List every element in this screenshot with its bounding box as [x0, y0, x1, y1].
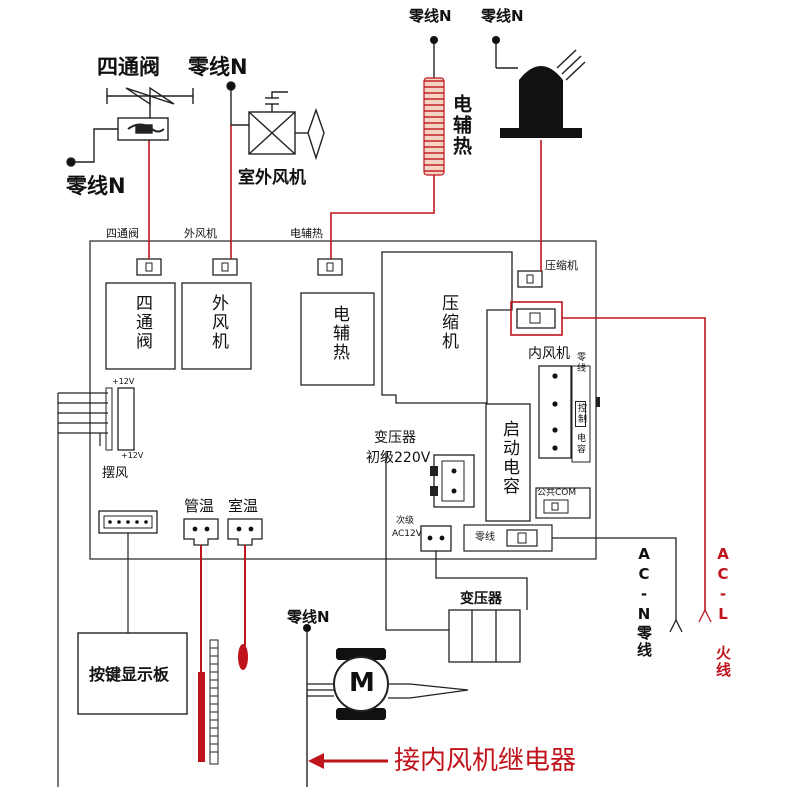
plus12v-bottom: +12V [121, 451, 144, 460]
box-compressor [381, 251, 513, 404]
indoor-fan-terminal [538, 365, 572, 459]
common-relay-box [535, 487, 591, 519]
pipe-temp-label: 管温 [184, 497, 215, 515]
swing-label: 摆风 [102, 466, 129, 481]
neutral-motor-label: 零线N [287, 608, 330, 626]
four-way-valve-title: 四通阀 [97, 55, 160, 79]
box-compressor-label: 压缩机 [438, 294, 458, 351]
heater-coil [423, 36, 445, 176]
secondary-connector [420, 525, 452, 552]
swing-wires [57, 392, 108, 787]
compressor-symbol [492, 36, 586, 138]
transformer-lower-label: 变压器 [460, 591, 502, 607]
pipe-temp-probe [198, 545, 219, 765]
ac-n-line [552, 537, 683, 633]
ac12v-label: AC12V [392, 529, 422, 539]
indoor-fan-side-label: 零线 [575, 352, 585, 374]
primary-label: 初级220V [366, 450, 431, 466]
box-four-way-label: 四通阀 [132, 294, 152, 351]
box-heater [300, 292, 375, 386]
box-heater-label: 电辅热 [329, 305, 349, 362]
box-outdoor-fan [181, 282, 252, 370]
room-temp-connector [227, 518, 263, 546]
indoor-fan-motor [303, 624, 469, 787]
main-board [89, 240, 597, 560]
box-start-capacitor [485, 403, 531, 522]
relay-indoor-fan [516, 308, 556, 329]
relay-note-arrow [308, 753, 388, 769]
box-four-way [105, 282, 176, 370]
display-board-label: 按键显示板 [89, 665, 170, 684]
neutral-label-heater: 零线N [409, 7, 452, 25]
indoor-fan-label: 内风机 [528, 346, 570, 362]
common-label: 公共COM [537, 488, 577, 498]
relay-compressor [517, 270, 543, 288]
relay-common [543, 499, 569, 514]
pipe-temp-connector [183, 518, 219, 546]
box-outdoor-fan-label: 外风机 [208, 294, 228, 351]
neutral-board-label: 零线 [475, 532, 495, 543]
hdr-outdoor-fan: 外风机 [184, 227, 217, 240]
control-label: 控制 [575, 401, 586, 427]
swing-connector [105, 387, 135, 451]
neutral-label-compressor: 零线N [481, 7, 524, 25]
outdoor-fan-symbol [226, 81, 325, 161]
transformer-label: 变压器 [374, 430, 416, 446]
room-temp-probe [238, 545, 248, 670]
neutral-label-valve: 零线N [188, 55, 248, 79]
outdoor-fan-title: 室外风机 [238, 168, 306, 188]
neutral-label-left: 零线N [66, 174, 126, 198]
start-cap-label: 启动电容 [499, 420, 519, 496]
electric-heater-title: 电辅热 [450, 94, 472, 157]
four-way-valve-symbol [106, 86, 194, 141]
display-connector [98, 510, 158, 534]
relay-four-way [136, 258, 162, 276]
capacitor-label: 电容 [575, 433, 585, 455]
relay-note: 接内风机继电器 [394, 746, 577, 776]
plus12v-top: +12V [112, 377, 135, 386]
relay-heater [317, 258, 343, 276]
hdr-heater: 电辅热 [290, 227, 323, 240]
red-wires [148, 125, 706, 610]
motor-symbol: M [349, 668, 375, 698]
secondary-label: 次级 [396, 516, 415, 526]
display-board [77, 632, 188, 715]
transformer-primary [430, 454, 475, 508]
transformer-lower [385, 452, 528, 663]
relay-neutral [506, 529, 538, 547]
compressor-relay-label: 压缩机 [545, 259, 578, 272]
ac-n-label: AC-N零线 [635, 545, 653, 659]
ac-l-label: AC-L 火线 [714, 545, 732, 679]
four-way-neutral-line [66, 128, 118, 167]
room-temp-label: 室温 [228, 497, 259, 515]
hdr-four-way: 四通阀 [106, 227, 139, 240]
ac-l-arrow [698, 608, 712, 623]
relay-outdoor-fan [212, 258, 238, 276]
